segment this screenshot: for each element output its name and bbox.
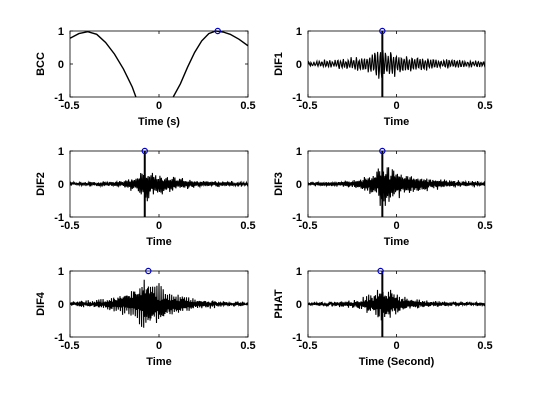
series-line xyxy=(70,279,248,328)
y-axis-label: DIF2 xyxy=(35,172,47,196)
x-tick-label: 0 xyxy=(156,100,162,112)
series-line xyxy=(70,172,248,202)
y-tick-label: -1 xyxy=(54,92,64,104)
y-axis-label: DIF3 xyxy=(273,172,285,196)
y-axis-label: BCC xyxy=(35,52,47,76)
y-tick-label: 1 xyxy=(58,146,64,158)
series-line xyxy=(308,166,485,206)
y-tick-label: 0 xyxy=(58,179,64,191)
y-axis-label: PHAT xyxy=(273,289,285,318)
x-tick-label: 0 xyxy=(393,220,399,232)
x-tick-label: -0.5 xyxy=(61,220,80,232)
peak-marker xyxy=(379,27,386,35)
series-line xyxy=(308,289,485,321)
y-tick-label: 0 xyxy=(296,299,302,311)
y-tick-label: -1 xyxy=(292,92,302,104)
y-axis-label: DIF1 xyxy=(273,52,285,76)
y-tick-label: 1 xyxy=(296,26,302,38)
peak-marker xyxy=(145,267,152,275)
peak-marker xyxy=(214,27,221,35)
series-line xyxy=(172,30,248,98)
y-tick-label: 1 xyxy=(296,146,302,158)
x-tick-label: 0 xyxy=(156,220,162,232)
x-tick-label: 0.5 xyxy=(240,340,255,352)
x-tick-label: 0 xyxy=(156,340,162,352)
peak-marker xyxy=(379,147,386,155)
x-axis-label: Time xyxy=(384,236,409,248)
y-tick-label: 0 xyxy=(296,59,302,71)
x-tick-label: 0.5 xyxy=(477,100,492,112)
y-tick-label: 0 xyxy=(296,179,302,191)
x-axis-label: Time xyxy=(384,116,409,128)
x-tick-label: 0 xyxy=(393,100,399,112)
y-tick-label: -1 xyxy=(292,332,302,344)
axes-box xyxy=(69,30,249,98)
x-tick-label: -0.5 xyxy=(61,100,80,112)
y-tick-label: -1 xyxy=(54,212,64,224)
x-tick-label: -0.5 xyxy=(61,340,80,352)
y-axis-label: DIF4 xyxy=(35,291,47,316)
y-tick-label: 0 xyxy=(58,59,64,71)
x-axis-label: Time (Second) xyxy=(359,356,435,368)
peak-marker xyxy=(141,147,148,155)
x-tick-label: 0.5 xyxy=(240,220,255,232)
peak-marker xyxy=(377,267,384,275)
y-tick-label: 1 xyxy=(58,26,64,38)
y-tick-label: 0 xyxy=(58,299,64,311)
x-tick-label: -0.5 xyxy=(299,220,318,232)
x-tick-label: -0.5 xyxy=(299,100,318,112)
series-line xyxy=(70,30,137,98)
x-tick-label: 0.5 xyxy=(477,220,492,232)
x-tick-label: 0.5 xyxy=(477,340,492,352)
x-axis-label: Time (s) xyxy=(138,116,180,128)
x-tick-label: 0.5 xyxy=(240,100,255,112)
x-tick-label: -0.5 xyxy=(299,340,318,352)
series-line xyxy=(308,50,485,79)
y-tick-label: -1 xyxy=(54,332,64,344)
y-tick-label: 1 xyxy=(58,266,64,278)
y-tick-label: 1 xyxy=(296,266,302,278)
x-axis-label: Time xyxy=(146,236,171,248)
x-axis-label: Time xyxy=(146,356,171,368)
y-tick-label: -1 xyxy=(292,212,302,224)
x-tick-label: 0 xyxy=(393,340,399,352)
